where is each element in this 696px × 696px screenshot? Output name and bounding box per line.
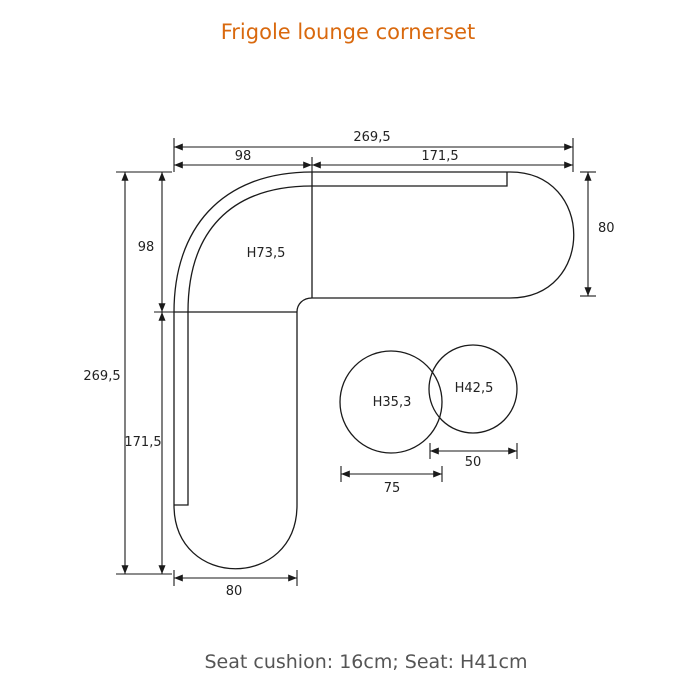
label-table-small-height: H42,5	[455, 381, 494, 396]
label-bottom-depth: 80	[226, 584, 243, 599]
label-corner-width: 98	[235, 149, 252, 164]
label-corner-seat-height: H73,5	[247, 246, 286, 261]
side-table-small	[428, 344, 518, 434]
sofa-outline	[173, 171, 575, 570]
label-total-height: 269,5	[83, 369, 120, 384]
label-long-width: 171,5	[421, 149, 458, 164]
page-title: Frigole lounge cornerset	[220, 20, 476, 44]
side-table-large	[339, 350, 443, 454]
label-table-large-height: H35,3	[373, 395, 412, 410]
label-table-small-diameter: 50	[465, 455, 482, 470]
label-total-width: 269,5	[353, 130, 390, 145]
label-corner-height: 98	[138, 240, 155, 255]
label-table-large-diameter: 75	[384, 481, 401, 496]
backrest-outline	[174, 172, 508, 506]
label-long-height: 171,5	[124, 435, 161, 450]
label-right-depth: 80	[598, 221, 615, 236]
footer-note: Seat cushion: 16cm; Seat: H41cm	[204, 651, 528, 673]
